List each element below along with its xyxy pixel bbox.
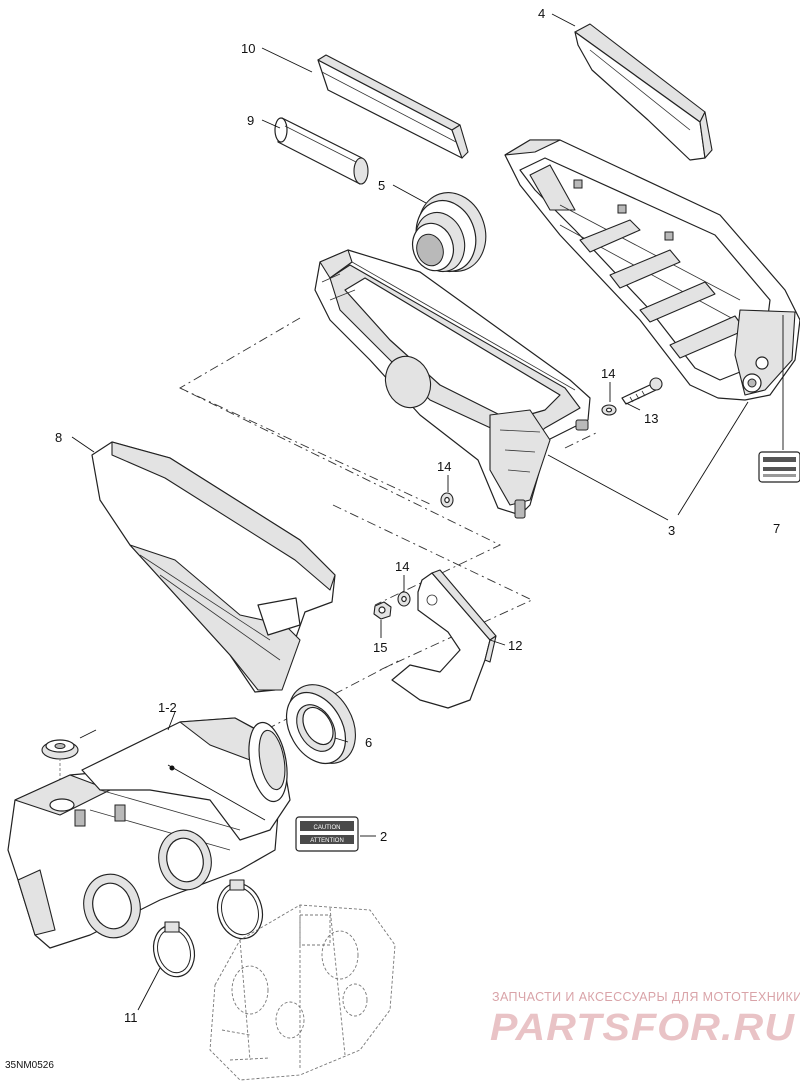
part-13-screw [621,377,663,405]
decal-attention-text: ATTENTION [310,838,344,844]
callout-14-lower: 14 [395,559,409,574]
watermark-logo: PARTSFOR.RU [490,1007,796,1049]
callout-numbers: 10 9 4 5 8 14 13 14 3 7 14 15 12 6 1-2 2… [55,6,780,1025]
carburetor-reference [209,904,396,1081]
part-10-foam-strip [317,54,469,159]
leader-dot [169,765,175,771]
grommet [41,739,79,800]
callout-11: 11 [124,1010,138,1025]
callout-1-2: 1-2 [158,700,177,715]
part-2-caution-decal: CAUTION ATTENTION [295,816,359,852]
part-3-airbox-cover [314,249,591,519]
part-1-2-airbox-base [7,717,291,949]
part-4-wedge-foam [574,23,713,161]
part-14-washer-upper [601,404,617,416]
part-7-label [758,451,800,483]
callout-14-upper: 14 [601,366,615,381]
part-9-foam-tube [274,117,369,185]
callout-13: 13 [644,411,658,426]
part-5-rubber-sleeve [411,192,487,273]
callout-2: 2 [380,829,387,844]
part-6-gasket-ring [285,684,356,764]
callout-15: 15 [373,640,387,655]
part-15-nut [373,601,392,620]
part-8-filter-foam [91,441,336,693]
part-14-washer-lower [397,591,411,607]
callout-7: 7 [773,521,780,536]
decal-caution-text: CAUTION [314,825,341,831]
part-3-frame-housing [504,139,800,401]
callout-14-middle: 14 [437,459,451,474]
watermark: ЗАПЧАСТИ И АКСЕССУАРЫ ДЛЯ МОТОТЕХНИКИ PA… [490,990,800,1049]
callout-6: 6 [365,735,372,750]
figure-id: 35NM0526 [5,1060,54,1071]
callout-3: 3 [668,523,675,538]
part-11-clamp-lower [152,921,196,978]
watermark-tagline: ЗАПЧАСТИ И АКСЕССУАРЫ ДЛЯ МОТОТЕХНИКИ [492,990,800,1004]
callout-5: 5 [378,178,385,193]
callout-12: 12 [508,638,522,653]
callout-10: 10 [241,41,255,56]
part-12-bracket [391,569,497,709]
callout-9: 9 [247,113,254,128]
callout-4: 4 [538,6,545,21]
part-11-clamp-upper [216,879,264,940]
callout-8: 8 [55,430,62,445]
leader-lines [71,13,784,1011]
part-14-washer-middle [440,492,454,508]
